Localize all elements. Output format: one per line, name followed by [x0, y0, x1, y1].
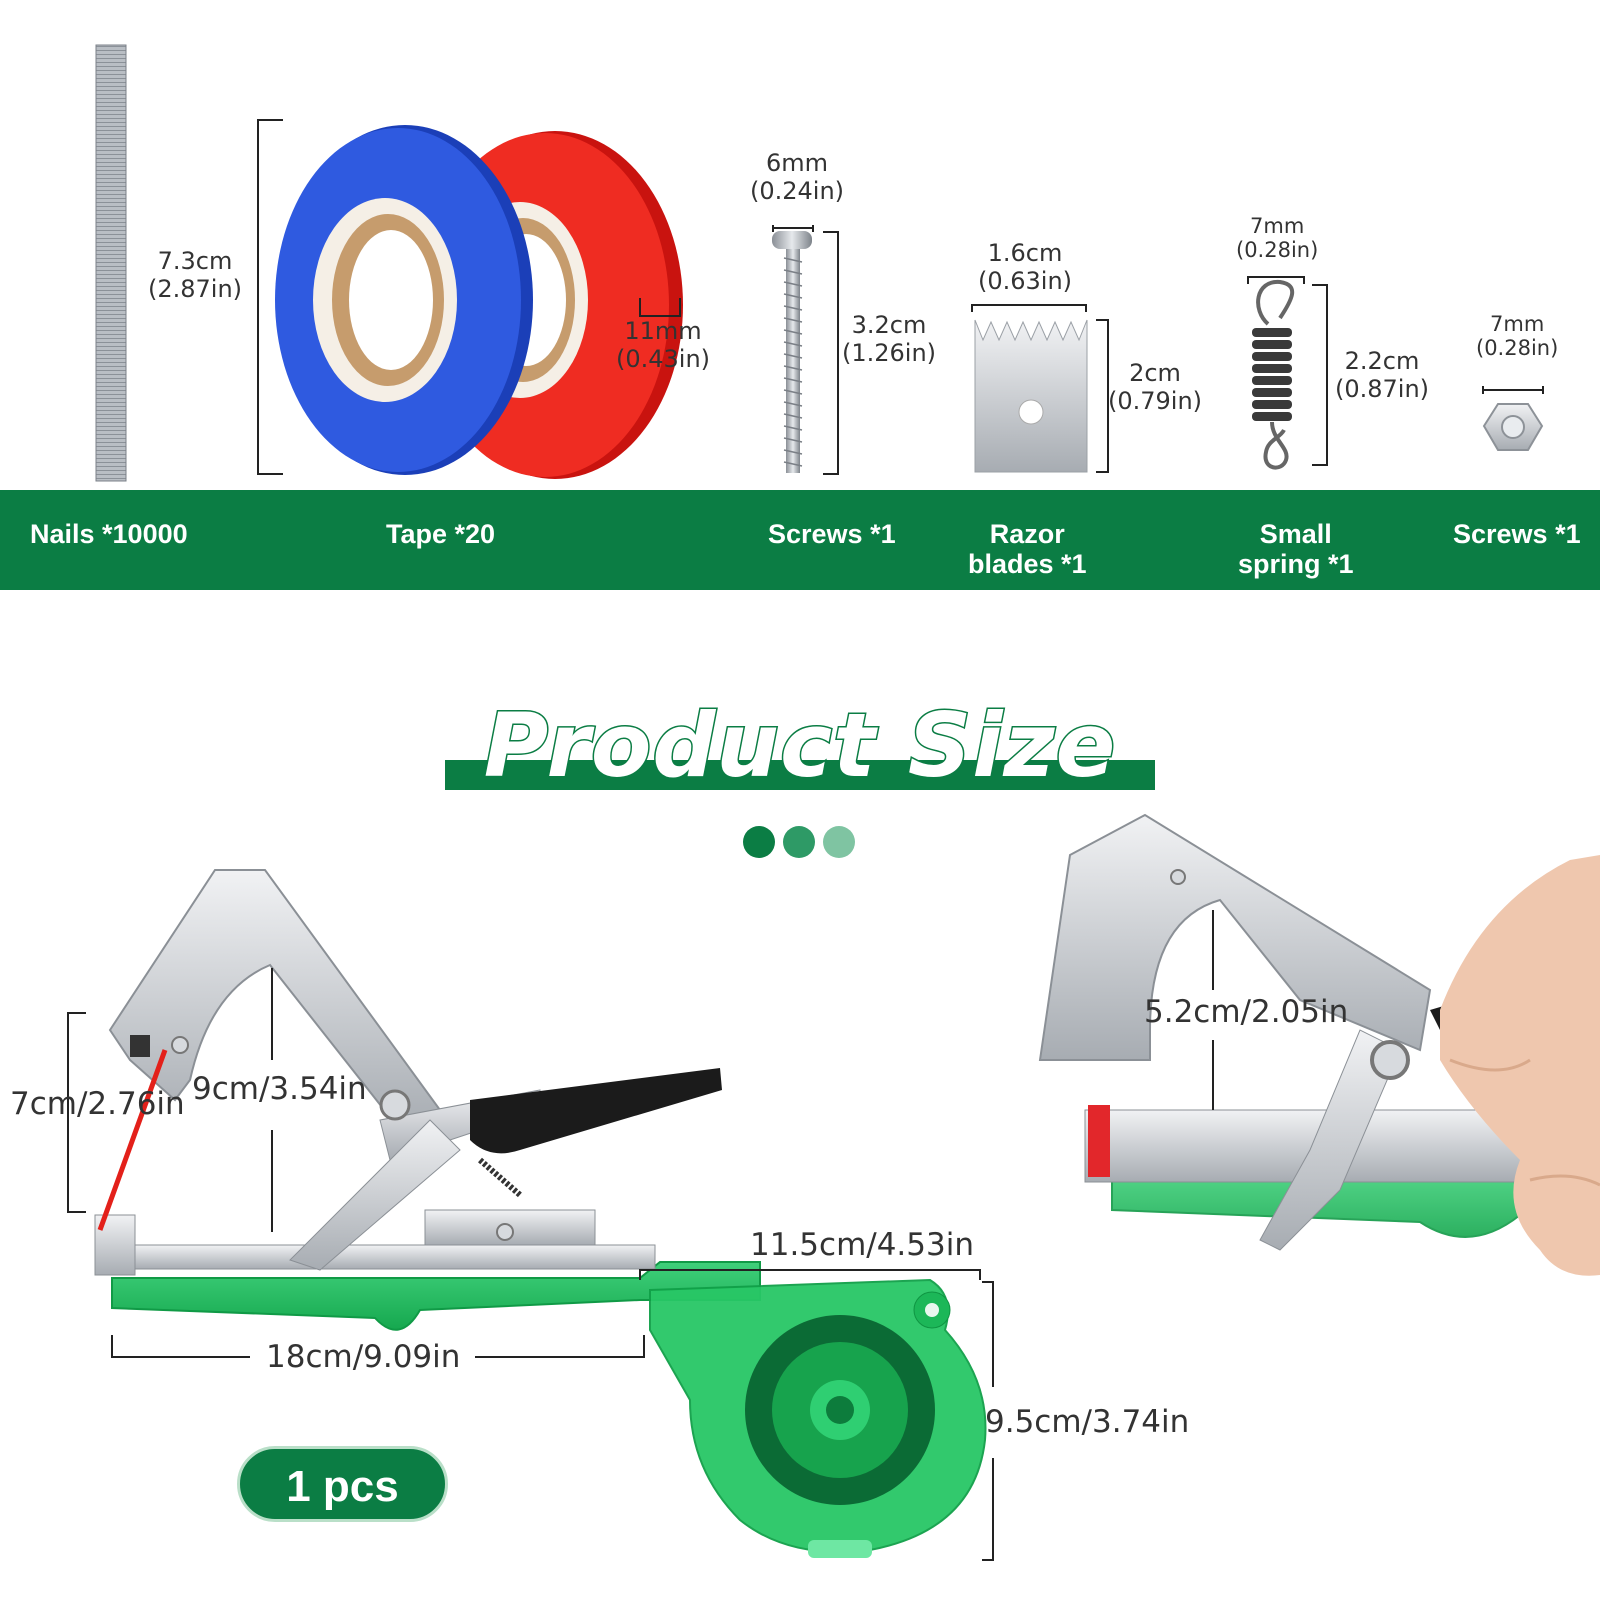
label-nut-screws: Screws *1: [1453, 519, 1581, 549]
screw-icon: [772, 231, 812, 473]
blade-height-dimension: 2cm(0.79in): [1108, 359, 1203, 415]
screw-width-dimension: 6mm(0.24in): [750, 149, 845, 205]
label-nails: Nails *10000: [30, 519, 188, 549]
tool-tail-dimension: 11.5cm/4.53in: [750, 1227, 974, 1263]
spring-length-dimension: 2.2cm(0.87in): [1335, 347, 1430, 403]
label-tape: Tape *20: [386, 519, 496, 549]
dot-icon: [743, 826, 775, 858]
tape-width-dimension: 11mm(0.43in): [616, 317, 711, 373]
nut-width-dimension: 7mm(0.28in): [1476, 312, 1559, 361]
tapetool-side-view-icon: [94, 869, 987, 1558]
title-underline-bar: [445, 760, 1155, 790]
nails-strip-icon: [95, 44, 127, 482]
nut-icon: [1482, 403, 1544, 451]
spring-icon: [1252, 279, 1294, 470]
blade-width-dimension: 1.6cm(0.63in): [978, 239, 1073, 295]
section-title: Product Size: [445, 693, 1155, 799]
label-screws: Screws *1: [768, 519, 896, 549]
razor-blade-icon: [974, 319, 1088, 473]
screw-length-dimension: 3.2cm(1.26in): [842, 311, 937, 367]
nails-dimension: 7.3cm(2.87in): [148, 247, 243, 303]
tool-reel-dimension: 9.5cm/3.74in: [985, 1404, 1190, 1440]
quantity-badge: 1 pcs: [237, 1446, 448, 1522]
dot-icon: [823, 826, 855, 858]
section-title-text: Product Size: [482, 693, 1117, 799]
tool-height-mid-dimension: 9cm/3.54in: [192, 1071, 367, 1107]
dot-icon: [783, 826, 815, 858]
tool-height-left-dimension: 7cm/2.76in: [10, 1086, 185, 1122]
tape-rolls-icon: [275, 125, 683, 479]
spring-width-dimension: 7mm(0.28in): [1236, 214, 1319, 263]
tapetool-in-hand-icon: [1038, 813, 1600, 1276]
tool-jaw-dimension: 5.2cm/2.05in: [1144, 994, 1349, 1030]
tool-length-dimension: 18cm/9.09in: [266, 1339, 461, 1375]
